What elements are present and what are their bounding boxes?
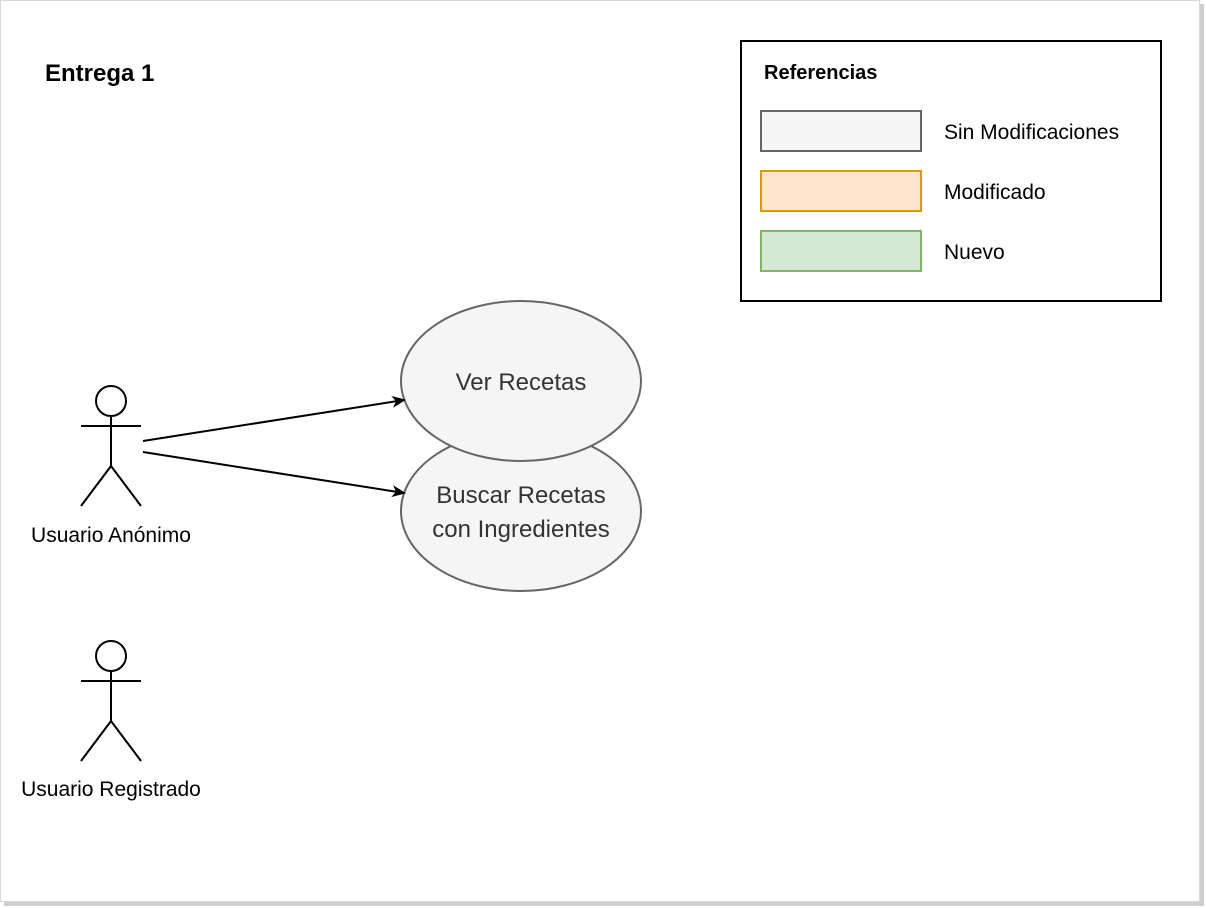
diagram-title: Entrega 1 — [45, 60, 154, 87]
actor-usuario-anonimo[interactable]: Usuario Anónimo — [31, 385, 191, 547]
legend-title: Referencias — [764, 62, 877, 84]
use-case-ver-recetas-label: Ver Recetas — [456, 369, 587, 396]
legend-label-nuevo: Nuevo — [944, 241, 1005, 264]
use-case-ver-recetas[interactable]: Ver Recetas — [400, 300, 642, 462]
use-case-ver-recetas-ellipse[interactable] — [400, 300, 642, 462]
stick-figure-icon — [80, 385, 142, 507]
legend-label-modificado: Modificado — [944, 181, 1046, 204]
stick-figure-icon — [80, 640, 142, 762]
legend-swatch-modificado — [760, 170, 922, 212]
use-case-buscar-recetas[interactable]: Buscar Recetas con Ingredientes — [400, 430, 642, 592]
legend-swatch-sin-modificaciones — [760, 110, 922, 152]
actor-usuario-registrado[interactable]: Usuario Registrado — [21, 640, 201, 801]
use-case-buscar-recetas-line2: con Ingredientes — [432, 516, 609, 543]
legend-swatch-nuevo — [760, 230, 922, 272]
actor-label-usuario-anonimo: Usuario Anónimo — [31, 524, 191, 547]
legend: Referencias Sin Modificaciones Modificad… — [740, 40, 1162, 302]
use-case-buscar-recetas-line1: Buscar Recetas — [436, 482, 605, 509]
association-arrow-ver-recetas — [142, 395, 406, 442]
legend-label-sin-modificaciones: Sin Modificaciones — [944, 121, 1119, 144]
association-arrow-buscar-recetas — [142, 451, 406, 498]
actor-label-usuario-registrado: Usuario Registrado — [21, 778, 201, 801]
